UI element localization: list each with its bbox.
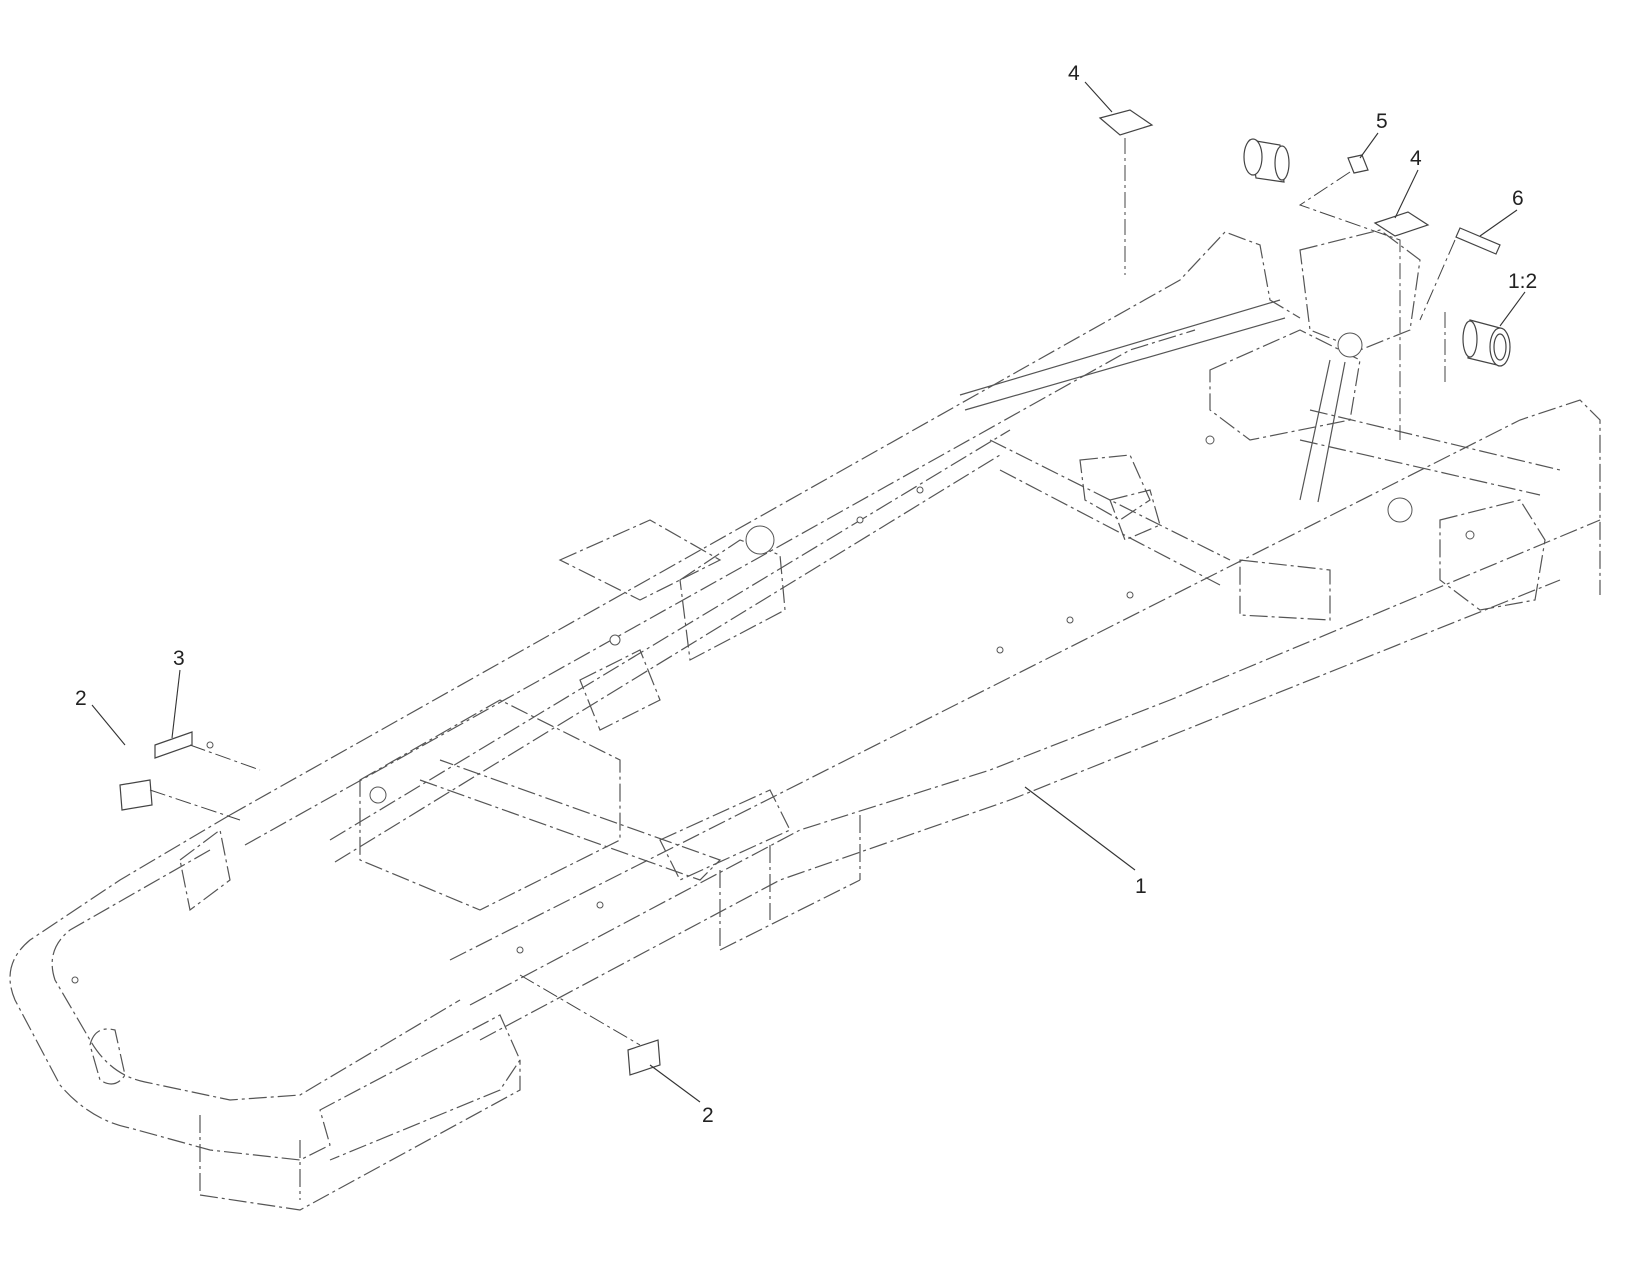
center-plates: [1079, 454, 1161, 541]
callout-leaders: [91, 81, 1526, 1103]
callout-4-top: 4: [1068, 62, 1080, 85]
steering-column: [1299, 359, 1346, 503]
decal-4-top: [1098, 109, 1154, 136]
near-rail-underside: [479, 579, 1561, 1041]
decal-2-left: [119, 779, 153, 811]
rear-tower-side: [1209, 329, 1361, 441]
mid-bracket-a: [679, 539, 786, 661]
callout-1: 1: [1135, 875, 1147, 898]
callout-4-right: 4: [1410, 147, 1422, 170]
mounting-holes: [71, 332, 1475, 984]
decal-5: [1347, 154, 1369, 174]
callout-6: 6: [1512, 187, 1524, 210]
callout-1-2: 1:2: [1508, 270, 1537, 293]
decal-3: [154, 731, 193, 759]
bushing-top: [1243, 138, 1290, 183]
front-bracket: [179, 828, 231, 912]
front-bumper-skirt: [199, 1060, 521, 1211]
near-rail-bottom: [469, 519, 1601, 1006]
assembly-lines: [149, 138, 1456, 1046]
mid-bracket-b: [659, 789, 791, 881]
rear-tower: [1299, 229, 1421, 351]
bushing-1-2: [1462, 319, 1511, 367]
front-bumper-inner: [51, 849, 461, 1101]
rear-bracket: [1239, 559, 1331, 621]
callout-2-bottom: 2: [702, 1104, 714, 1127]
mid-drop-section: [719, 815, 861, 951]
inner-front-box: [359, 699, 621, 911]
front-hitch: [89, 1028, 126, 1085]
rear-hitch: [1439, 499, 1546, 611]
far-rail: [229, 231, 1301, 846]
callout-2-left: 2: [75, 687, 87, 710]
loose-parts: [119, 109, 1511, 1076]
near-rail-top: [449, 399, 1601, 961]
callout-3: 3: [173, 647, 185, 670]
far-rail-lower: [329, 429, 1011, 863]
main-frame: [9, 229, 1601, 1211]
front-bumper: [9, 814, 521, 1161]
callout-labels: 1 2 2 3 4 4 5 6 1:2: [75, 62, 1537, 1127]
decal-6: [1455, 227, 1501, 255]
cross-member-rear: [1299, 409, 1561, 496]
cross-member-front: [419, 759, 722, 881]
cross-member-mid: [989, 439, 1231, 586]
decal-4-right: [1373, 211, 1430, 237]
callout-5: 5: [1376, 110, 1388, 133]
seat-support: [558, 519, 722, 731]
upper-tube: [959, 299, 1286, 411]
decal-2-bottom: [627, 1039, 661, 1076]
